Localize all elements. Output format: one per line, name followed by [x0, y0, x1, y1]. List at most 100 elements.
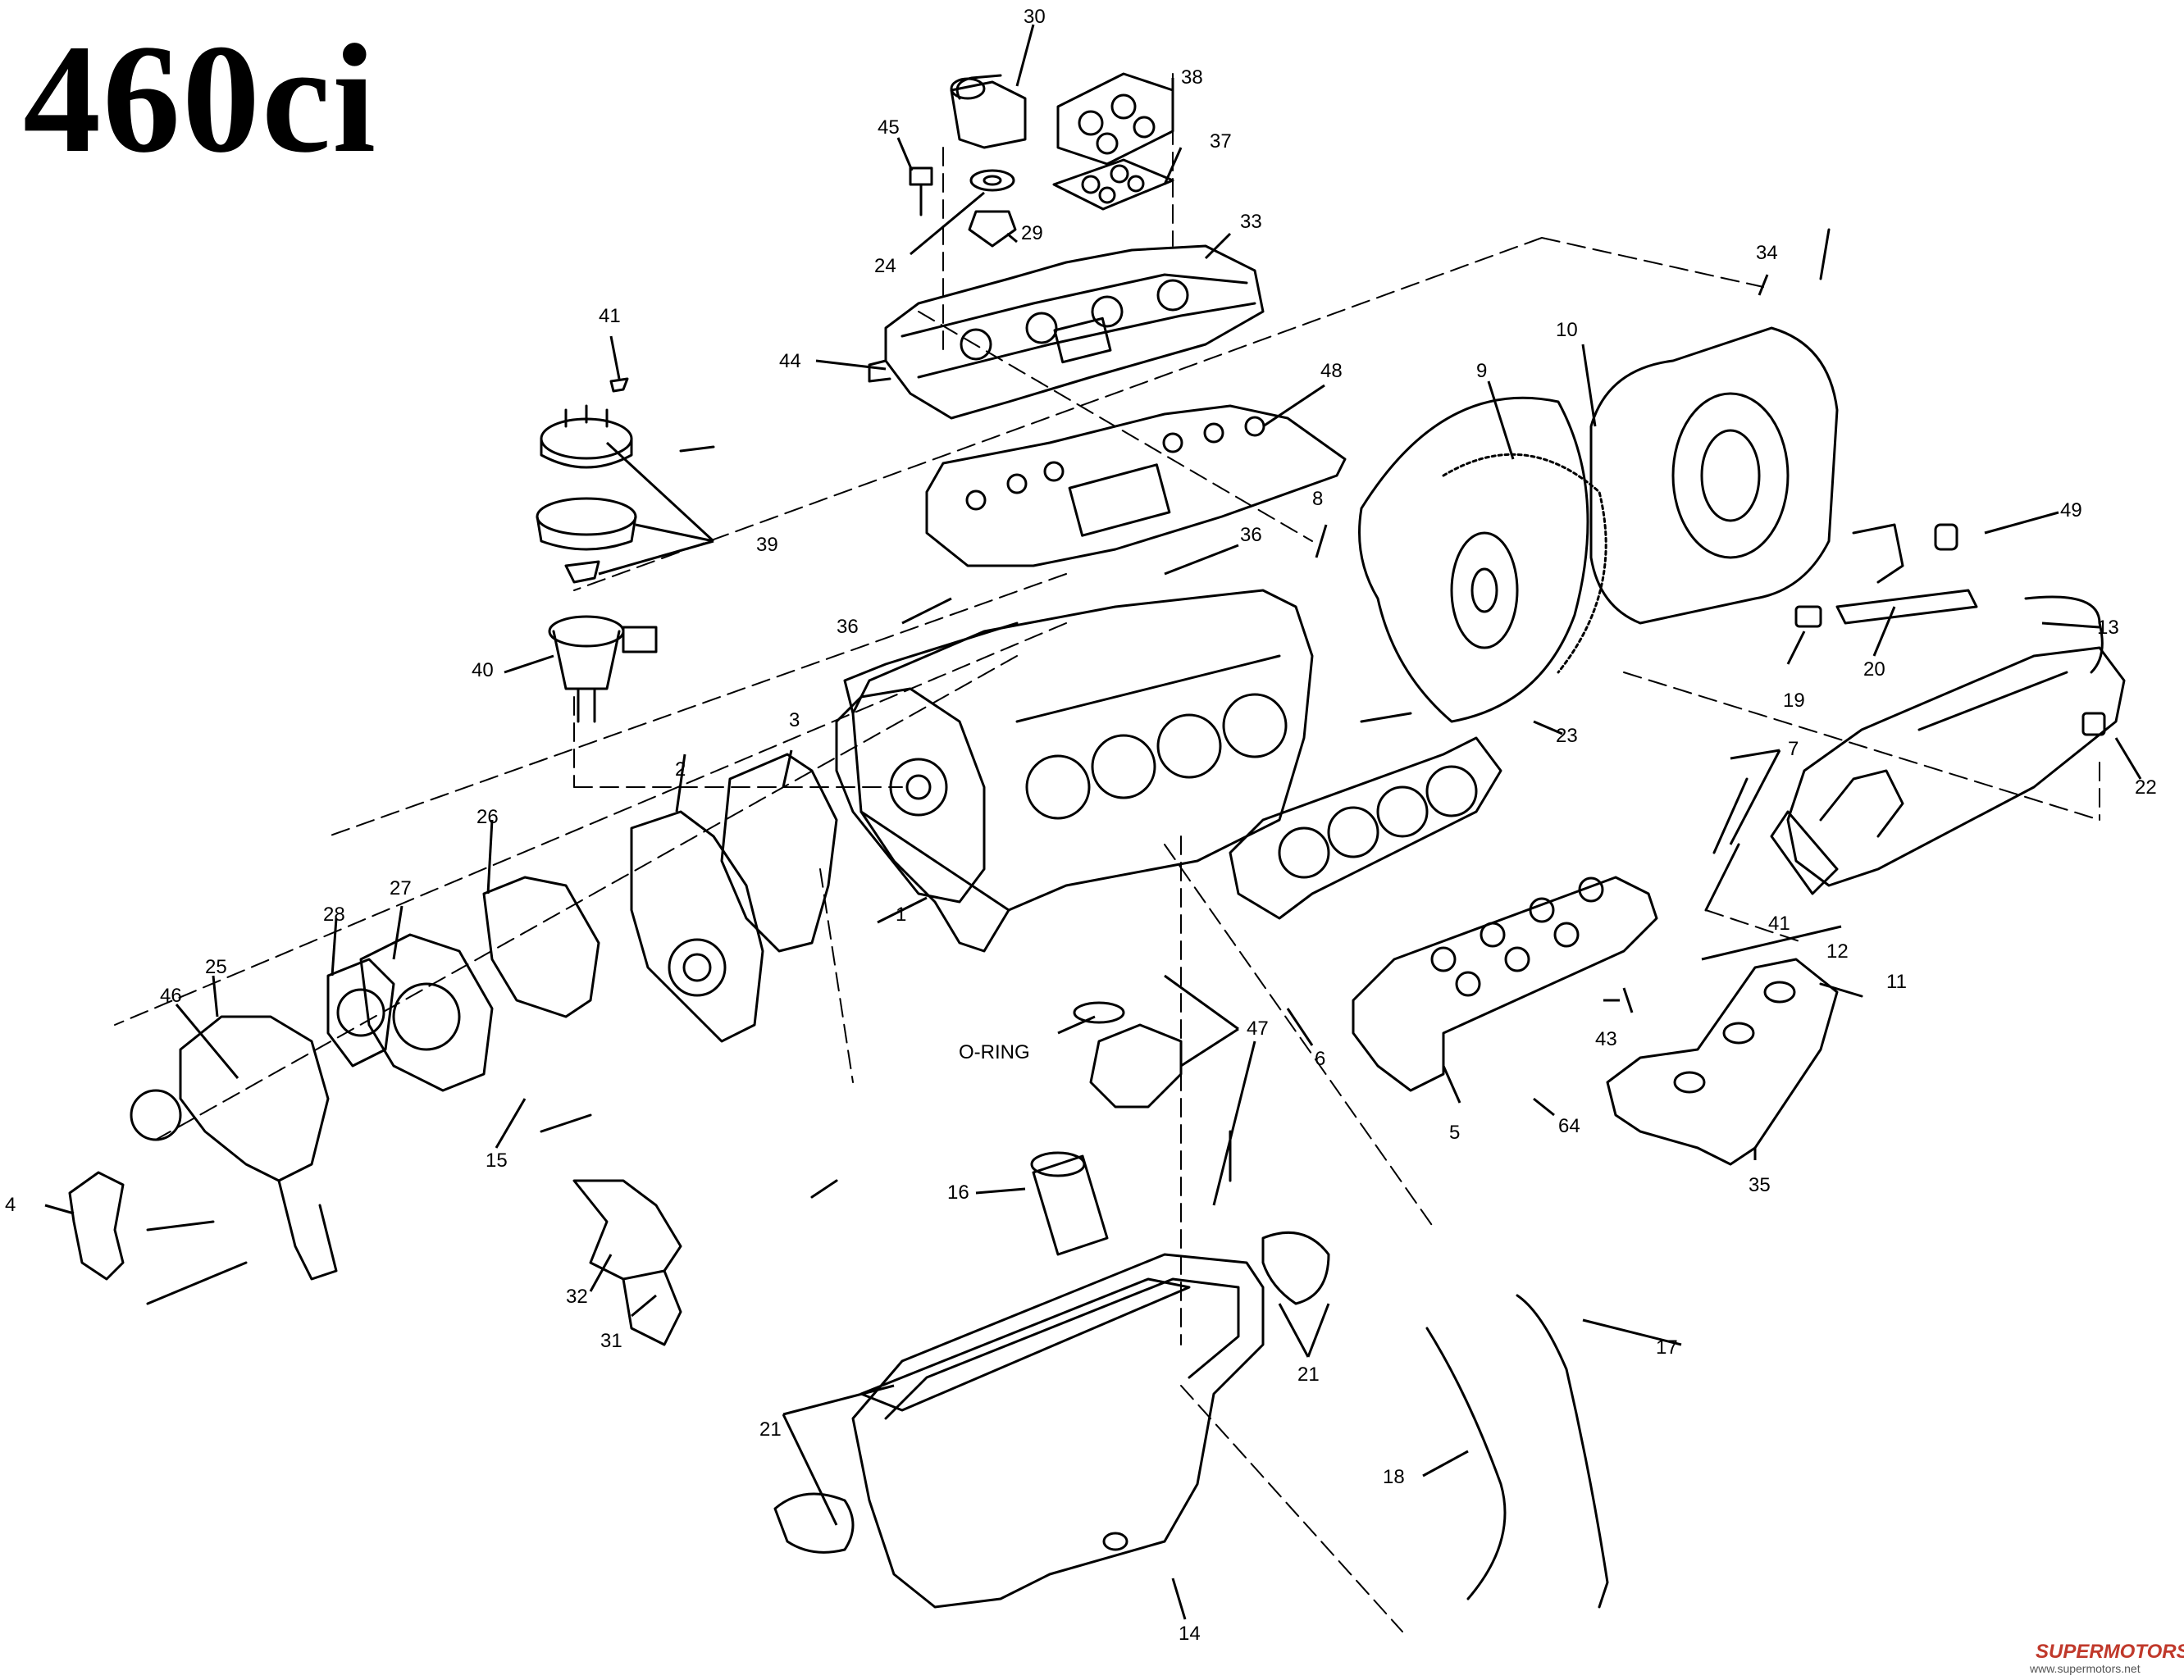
water-outlet-30: [950, 74, 1027, 149]
callout: 46: [160, 985, 182, 1007]
callout: 9: [1476, 360, 1487, 382]
callout: 5: [1449, 1122, 1460, 1144]
callout: 22: [2135, 776, 2157, 799]
fuel-pump-32: [572, 1179, 682, 1346]
rotor-tip-39: [564, 560, 600, 584]
flexplate-9: [1358, 396, 1589, 723]
leader-arrows: [44, 24, 2142, 1620]
distributor-rotor-39: [536, 497, 637, 551]
carburetor-gasket-37: [1052, 158, 1174, 211]
oil-filter-16: [1030, 1151, 1109, 1256]
thermostat-29: [968, 210, 1017, 248]
carburetor-spacer-38: [1056, 72, 1174, 166]
callout: 44: [779, 350, 801, 372]
timing-gasket-3: [720, 753, 838, 953]
callout: 24: [874, 255, 896, 277]
callout: 29: [1021, 222, 1043, 244]
watermark-url: www.supermotors.net: [2029, 1662, 2141, 1675]
rear-seal-21: [773, 1492, 855, 1554]
callout: 13: [2097, 617, 2119, 639]
callout: 38: [1181, 66, 1203, 89]
grommet-19: [1794, 605, 1822, 628]
callout: 49: [2060, 499, 2082, 521]
callout: 34: [1756, 242, 1778, 264]
callout: 64: [1558, 1115, 1580, 1137]
callout: 48: [1320, 360, 1343, 382]
intake-manifold-33: [868, 244, 1265, 420]
watermark-brand: SUPERMOTORS: [2036, 1641, 2184, 1663]
callout: 35: [1749, 1174, 1771, 1196]
callout: 21: [759, 1418, 782, 1441]
water-pump-gasket-28: [326, 958, 395, 1068]
callout: 45: [878, 116, 900, 139]
bell-housing-10: [1589, 326, 1839, 625]
callout: 23: [1556, 725, 1578, 747]
callout: 3: [789, 709, 800, 731]
callout: 36: [1240, 524, 1262, 546]
callout: 31: [600, 1330, 622, 1352]
bolt-45: [909, 166, 933, 216]
callout: 8: [1312, 488, 1323, 510]
callout: 41: [1768, 913, 1790, 935]
valley-gasket-48: [925, 404, 1347, 567]
exhaust-manifold-35: [1606, 958, 1839, 1166]
callout: 20: [1863, 658, 1885, 681]
assembly-centerlines: [114, 73, 2100, 1632]
callout: 41: [599, 305, 621, 327]
valve-cover-11: [1786, 646, 2126, 887]
callout: 14: [1179, 1623, 1201, 1645]
timing-cover-2: [630, 810, 764, 1043]
callout: 39: [756, 534, 778, 556]
o-ring: [1073, 1001, 1125, 1024]
distributor-cap-39: [540, 404, 633, 469]
callout-labels: 1 2 3 4 5 6 7 8 9 10 11 12 13 14 15 16 1…: [5, 6, 2157, 1645]
callout: 27: [390, 877, 412, 899]
callout: 30: [1024, 6, 1046, 28]
callout: 18: [1383, 1466, 1405, 1488]
callout: 7: [1788, 738, 1799, 760]
callout: 26: [476, 806, 499, 828]
oil-pan-14: [851, 1253, 1265, 1609]
callout: 33: [1240, 211, 1262, 233]
front-cover-1: [835, 687, 986, 904]
oil-fill-cap-22: [2081, 712, 2106, 736]
callout: 37: [1210, 130, 1232, 153]
pcv-tube-20: [1835, 589, 1978, 625]
callout: O-RING: [959, 1041, 1030, 1063]
callout: 40: [472, 659, 494, 681]
callout: 43: [1595, 1028, 1617, 1050]
callout: 28: [323, 904, 345, 926]
callout: 4: [5, 1194, 16, 1216]
callout: 10: [1556, 319, 1578, 341]
valve-cover-gasket-12: [1770, 810, 1839, 895]
callout: 17: [1656, 1336, 1678, 1359]
bolts: [146, 228, 1863, 1305]
callout: 2: [675, 758, 686, 781]
callout: 21: [1297, 1364, 1320, 1386]
dipstick-tube-18: [1425, 1327, 1507, 1600]
water-pump-25: [130, 1015, 338, 1281]
supermotors-watermark: SUPERMOTORS www.supermotors.net: [2029, 1641, 2184, 1675]
gasket-4: [68, 1171, 125, 1281]
distributor-clamp-41: [609, 377, 629, 393]
cylinder-head-5: [1352, 876, 1658, 1092]
distributor-40: [548, 615, 658, 723]
pcv-valve-49: [1934, 523, 1958, 551]
hose-13: [2024, 595, 2104, 674]
ring-gear-9: [1442, 453, 1607, 674]
dipstick-17: [1516, 1294, 1609, 1609]
oil-filter-adapter-47: [1089, 1023, 1183, 1109]
diagram-title: 460ci: [23, 13, 378, 185]
callout: 11: [1886, 971, 1907, 993]
thermostat-gasket-24: [969, 169, 1015, 192]
front-seal-21: [1261, 1231, 1330, 1305]
callout: 36: [837, 616, 859, 638]
callout: 15: [486, 1150, 508, 1172]
callout: 6: [1315, 1048, 1325, 1070]
callout: 1: [896, 904, 906, 926]
callout: 12: [1826, 940, 1849, 963]
callout: 32: [566, 1286, 588, 1308]
water-pump-plate-27: [359, 933, 494, 1092]
